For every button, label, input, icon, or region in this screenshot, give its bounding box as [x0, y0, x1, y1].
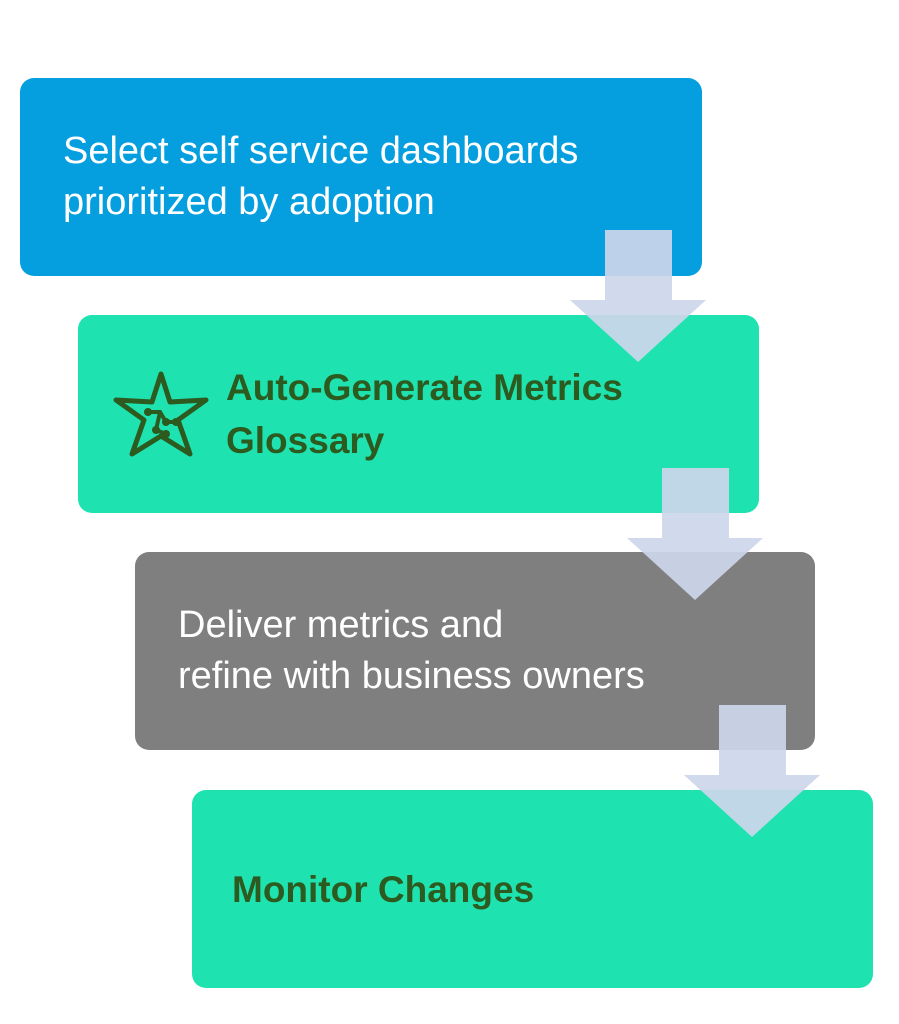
- step-label: Auto-Generate Metrics Glossary: [226, 367, 623, 461]
- step-label: Deliver metrics and refine with business…: [178, 604, 645, 697]
- down-arrow-icon: [625, 468, 765, 602]
- step-deliver-metrics: Deliver metrics and refine with business…: [135, 552, 815, 750]
- down-arrow-icon: [682, 705, 822, 839]
- step-label: Monitor Changes: [232, 868, 535, 910]
- star-network-logo-icon: [110, 368, 212, 460]
- step-label: Select self service dashboards prioritiz…: [63, 130, 579, 223]
- step-select-dashboards: Select self service dashboards prioritiz…: [20, 78, 702, 276]
- down-arrow-icon: [568, 230, 708, 364]
